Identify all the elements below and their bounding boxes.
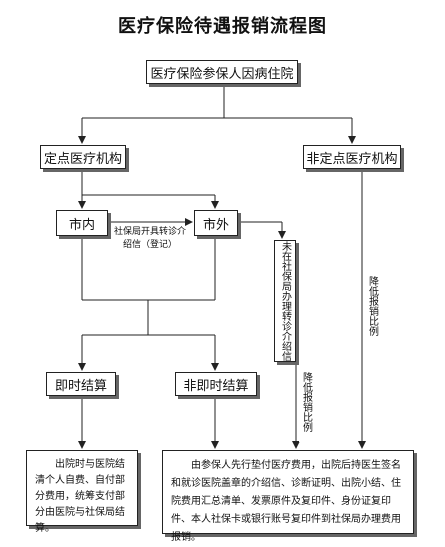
out-city-label: 市外 bbox=[202, 217, 229, 233]
instant-settlement-result: 出院时与医院结清个人自费、自付部分费用，统筹支付部分由医院与社保局结算。 bbox=[26, 450, 138, 534]
reduce-ratio-label-a: 降低报销比例 bbox=[299, 372, 313, 442]
page-title: 医疗保险待遇报销流程图 bbox=[118, 16, 327, 37]
out-city-node: 市外 bbox=[194, 210, 238, 236]
non-designated-institution-label: 非定点医疗机构 bbox=[306, 151, 398, 167]
start-node: 医疗保险参保人因病住院 bbox=[146, 60, 298, 84]
start-node-label: 医疗保险参保人因病住院 bbox=[150, 66, 294, 82]
not-transferred-label: 未在社保局办理转诊介绍信 bbox=[279, 241, 291, 361]
non-instant-settlement-label: 非即时结算 bbox=[183, 378, 249, 394]
reduce-ratio-label-b: 降低报销比例 bbox=[365, 276, 379, 342]
transfer-note-line-2: 绍信（登记） bbox=[122, 240, 177, 250]
instant-settlement-result-text: 出院时与医院结清个人自费、自付部分费用，统筹支付部分由医院与社保局结算。 bbox=[35, 459, 125, 534]
in-city-node: 市内 bbox=[56, 210, 108, 236]
designated-institution-node: 定点医疗机构 bbox=[40, 145, 126, 169]
non-instant-settlement-result-text: 由参保人先行垫付医疗费用，出院后持医生签名和就诊医院盖章的介绍信、诊断证明、出院… bbox=[171, 460, 401, 543]
not-transferred-node: 未在社保局办理转诊介绍信 bbox=[274, 240, 296, 362]
instant-settlement-node: 即时结算 bbox=[46, 372, 116, 396]
instant-settlement-label: 即时结算 bbox=[54, 378, 107, 394]
non-instant-settlement-result: 由参保人先行垫付医疗费用，出院后持医生签名和就诊医院盖章的介绍信、诊断证明、出院… bbox=[162, 450, 414, 543]
designated-institution-label: 定点医疗机构 bbox=[43, 151, 122, 167]
non-designated-institution-node: 非定点医疗机构 bbox=[303, 145, 401, 169]
transfer-note-line-1: 社保局开具转诊介 bbox=[113, 227, 186, 237]
in-city-label: 市内 bbox=[68, 217, 95, 233]
transfer-note: 社保局开具转诊介 绍信（登记） bbox=[108, 226, 192, 252]
non-instant-settlement-node: 非即时结算 bbox=[175, 372, 257, 396]
